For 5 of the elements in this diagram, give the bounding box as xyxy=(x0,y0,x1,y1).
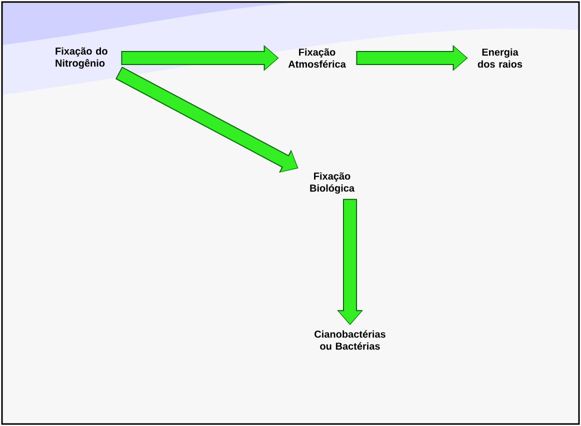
node-text: Energia dos raios xyxy=(478,48,522,68)
node-text: Cianobactérias ou Bactérias xyxy=(314,330,386,350)
node-text: Fixação Biológica xyxy=(310,172,355,194)
node-text: Fixação do Nitrogênio xyxy=(56,47,108,69)
node-text: Fixação Atmosférica xyxy=(288,48,346,68)
